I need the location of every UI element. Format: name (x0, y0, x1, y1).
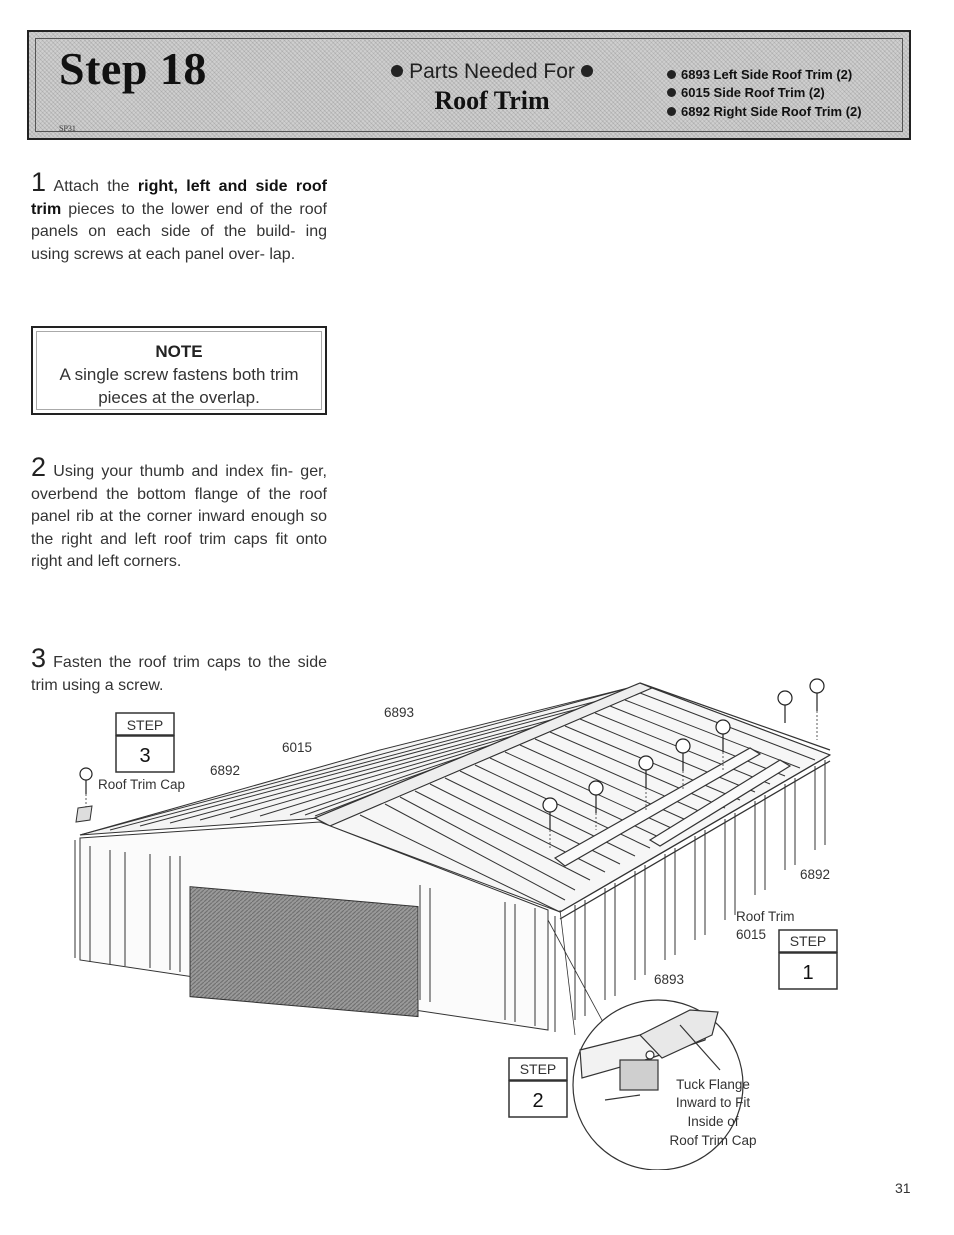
step-callout-1: STEP 1 (778, 929, 838, 990)
bullet-icon (667, 88, 676, 98)
step-number: 2 (31, 452, 47, 482)
step-callout-number: 2 (532, 1090, 543, 1112)
note-line-2: pieces at the overlap. (98, 388, 260, 407)
screw-icon (675, 738, 691, 771)
step-callout-label: STEP (520, 1061, 557, 1077)
step-title: Step 18 (59, 43, 207, 94)
parts-list: 6893 Left Side Roof Trim (2) 6015 Side R… (667, 65, 862, 121)
parts-list-item: 6892 Right Side Roof Trim (2) (667, 102, 862, 121)
step-1-lead: Attach the (53, 178, 130, 195)
screw-icon (809, 678, 825, 711)
screw-icon (638, 755, 654, 788)
step-2-text: Using your thumb and index fin- ger, ove… (31, 463, 327, 570)
label-6015-top: 6015 (282, 740, 312, 755)
page-code: SP31 (59, 124, 76, 133)
detail-magnifier (572, 999, 744, 1170)
roof-trim-bars (553, 747, 792, 867)
shed-roof-diagram: STEP 3 STEP 1 STEP 2 6893 6015 6892 Roof… (74, 678, 838, 1170)
screw-icons (79, 678, 825, 830)
parts-needed-subject: Roof Trim (434, 86, 550, 115)
label-6892-right: 6892 (800, 867, 830, 882)
step-3-text: Fasten the roof trim caps to the side tr… (31, 654, 327, 694)
shed-door (189, 886, 419, 1018)
label-roof-trim-cap: Roof Trim Cap (98, 777, 185, 792)
step-1-bold: right, left and side roof trim (31, 178, 327, 218)
instruction-step-3: 3 Fasten the roof trim caps to the side … (31, 645, 327, 697)
label-tuck-flange-4: Roof Trim Cap (669, 1133, 756, 1148)
label-6893-bottom: 6893 (654, 972, 684, 987)
screw-icon (715, 719, 731, 752)
parts-needed-line: Parts Needed For (362, 60, 622, 84)
bullet-icon (667, 69, 676, 79)
step-number: 1 (31, 167, 47, 197)
label-tuck-flange-1: Tuck Flange (676, 1077, 750, 1092)
step-callout-3: STEP 3 (115, 712, 175, 773)
header-banner: Step 18 SP31 Parts Needed For Roof Trim … (27, 30, 911, 140)
label-roof-trim: Roof Trim (736, 909, 795, 924)
label-tuck-flange-2: Inward to Fit (676, 1095, 751, 1110)
parts-list-item: 6015 Side Roof Trim (2) (667, 84, 862, 103)
side-wall (547, 760, 826, 1032)
parts-needed-heading: Parts Needed For Roof Trim (362, 60, 622, 116)
step-1-rest: pieces to the lower end of the roof pane… (31, 200, 327, 263)
right-roof-slope (328, 687, 832, 913)
roof-trim-cap-left (75, 805, 93, 823)
banner-inner-border (35, 38, 903, 132)
step-callout-2: STEP 2 (508, 1057, 568, 1118)
label-6892-left: 6892 (210, 763, 240, 778)
step-callout-label: STEP (790, 933, 827, 949)
left-roof-slope (79, 684, 641, 836)
note-box: NOTE A single screw fastens both trim pi… (31, 326, 327, 415)
bullet-icon (391, 64, 404, 77)
bullet-icon (580, 64, 593, 77)
screw-icon (79, 767, 93, 794)
step-callout-label: STEP (127, 717, 164, 733)
step-callout-number: 1 (802, 962, 813, 984)
label-tuck-flange-3: Inside of (687, 1114, 738, 1129)
parts-needed-label: Parts Needed For (409, 60, 575, 83)
label-6015-right: 6015 (736, 927, 766, 942)
screw-icon (588, 780, 604, 813)
screw-icon (777, 690, 793, 723)
note-line-1: A single screw fastens both trim (59, 365, 299, 384)
bullet-icon (667, 106, 676, 116)
label-6893-top: 6893 (384, 705, 414, 720)
screw-icon (542, 797, 558, 830)
instruction-step-2: 2 Using your thumb and index fin- ger, o… (31, 454, 327, 574)
note-title: NOTE (155, 342, 203, 361)
parts-list-item: 6893 Left Side Roof Trim (2) (667, 65, 862, 84)
step-callout-number: 3 (139, 745, 150, 767)
leader-lines (547, 909, 611, 1036)
step-number: 3 (31, 643, 47, 673)
instruction-step-1: 1 Attach the right, left and side roof t… (31, 169, 327, 266)
page-number: 31 (895, 1180, 911, 1196)
